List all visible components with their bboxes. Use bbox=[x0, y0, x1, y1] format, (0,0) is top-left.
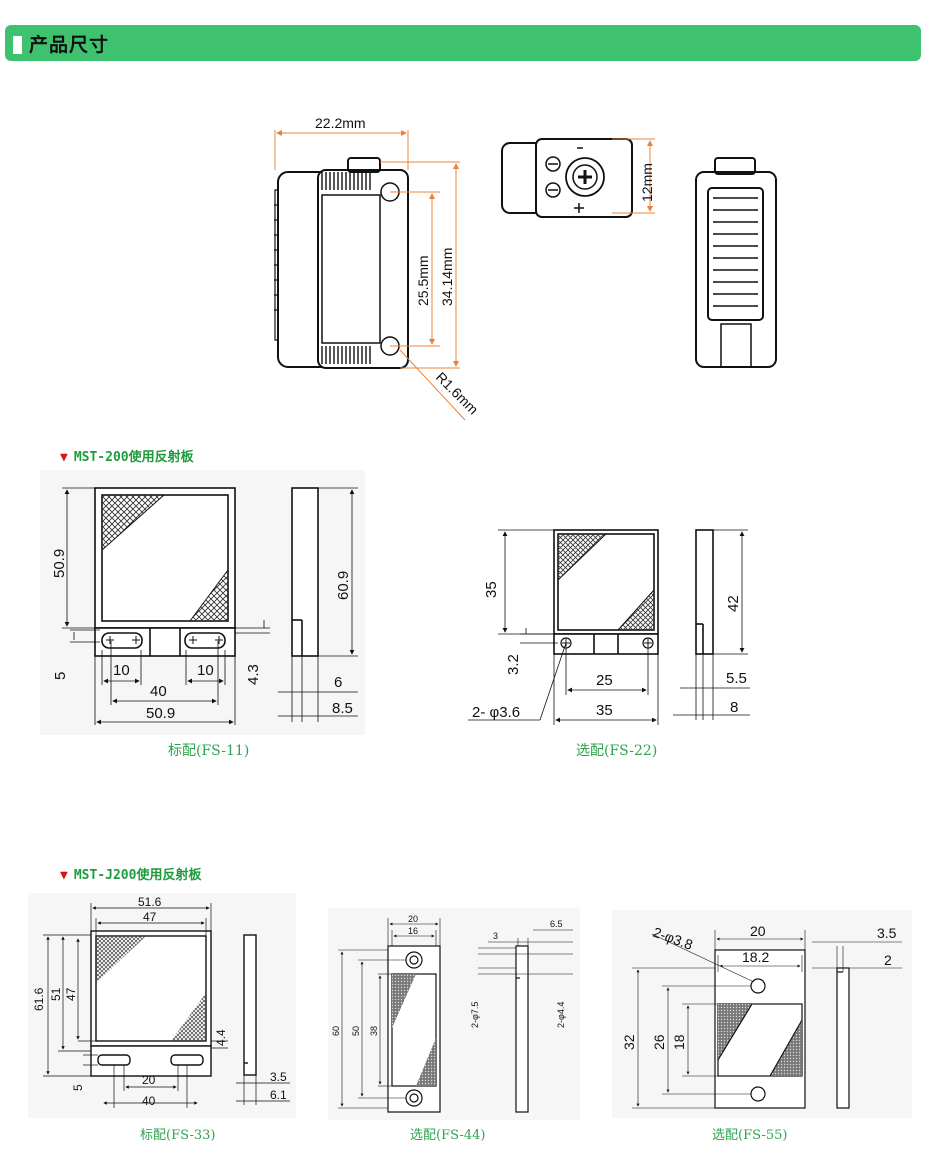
sensor-dimension-drawing: 22.2mm 25.5mm 34.14mm R1.6mm 12mm bbox=[274, 115, 777, 421]
fs33-thick-b: 6.1 bbox=[270, 1088, 287, 1102]
fs11-drawing: 50.9 5 10 10 40 50.9 4.3 60.9 6 8.5 bbox=[40, 470, 365, 735]
section1-title: ▼ MST-200使用反射板 bbox=[60, 446, 194, 465]
fs22-h-total: 42 bbox=[725, 595, 742, 612]
sensor-top-view bbox=[501, 138, 633, 218]
fs33-h-a: 51 bbox=[49, 987, 63, 1001]
fs22-width: 35 bbox=[596, 702, 613, 719]
fs33-pitch-a: 20 bbox=[142, 1073, 156, 1087]
triangle-marker-icon: ▼ bbox=[60, 450, 68, 465]
fs33-pitch-b: 40 bbox=[142, 1094, 156, 1108]
section1-title-text: MST-200使用反射板 bbox=[73, 450, 194, 465]
fs11-h-main: 50.9 bbox=[51, 549, 68, 578]
sensor-back-view bbox=[695, 157, 777, 368]
fs44-w-total: 20 bbox=[408, 914, 418, 924]
fs44-hole-b: 2-φ4.4 bbox=[556, 1002, 566, 1028]
fs33-tab: 4.4 bbox=[214, 1029, 228, 1046]
sensor-front-view bbox=[274, 157, 409, 369]
fs33-w-main: 47 bbox=[143, 910, 157, 924]
fs55-caption: 选配(FS-55) bbox=[712, 1128, 788, 1143]
sensor-pitch-label: 25.5mm bbox=[415, 255, 431, 306]
fs22-hole: 2- φ3.6 bbox=[472, 704, 520, 721]
fs44-hole-a: 2-φ7.5 bbox=[470, 1002, 480, 1028]
fs44-h-a: 50 bbox=[351, 1026, 361, 1036]
fs11-slot-w-right: 10 bbox=[197, 662, 214, 679]
fs33-thick-a: 3.5 bbox=[270, 1070, 287, 1084]
fs22-caption: 选配(FS-22) bbox=[576, 743, 658, 759]
section2-title: ▼ MST-J200使用反射板 bbox=[60, 864, 201, 883]
fs55-w-inner: 18.2 bbox=[742, 949, 769, 965]
fs44-drawing: 20 16 60 50 38 2-φ7.5 2-φ4.4 3 6.5 bbox=[328, 908, 580, 1120]
triangle-marker-icon: ▼ bbox=[60, 868, 68, 883]
fs22-drawing: 35 3.2 25 2- φ3.6 35 42 5.5 8 bbox=[468, 529, 750, 725]
fs22-thick-b: 8 bbox=[730, 699, 738, 716]
header-title: 产品尺寸 bbox=[29, 34, 110, 56]
fs11-h-total: 60.9 bbox=[335, 571, 352, 600]
fs22-hole-pitch: 25 bbox=[596, 672, 613, 689]
fs55-w-total: 20 bbox=[750, 923, 766, 939]
fs33-h-b: 47 bbox=[64, 987, 78, 1001]
fs11-slot-w-left: 10 bbox=[113, 662, 130, 679]
fs55-thick-b: 2 bbox=[884, 952, 892, 968]
section2-title-text: MST-J200使用反射板 bbox=[73, 868, 202, 883]
fs22-tab-h: 3.2 bbox=[505, 654, 522, 675]
fs11-caption: 标配(FS-11) bbox=[168, 743, 250, 759]
fs55-h-b: 18 bbox=[671, 1034, 687, 1050]
fs55-drawing: 2-φ3.8 20 18.2 32 26 18 3.5 2 bbox=[612, 910, 912, 1118]
section-header: 产品尺寸 bbox=[5, 25, 921, 61]
fs44-w-inner: 16 bbox=[408, 926, 418, 936]
sensor-height-label: 34.14mm bbox=[439, 248, 455, 306]
fs11-width: 50.9 bbox=[146, 705, 175, 722]
header-marker bbox=[13, 36, 22, 54]
fs44-h-b: 38 bbox=[369, 1026, 379, 1036]
fs11-thick-b: 8.5 bbox=[332, 700, 353, 717]
sensor-width-label: 22.2mm bbox=[315, 115, 366, 131]
sensor-depth-label: 12mm bbox=[639, 163, 655, 202]
fs44-thick-a: 3 bbox=[493, 931, 498, 941]
fs44-thick-b: 6.5 bbox=[550, 919, 563, 929]
fs33-caption: 标配(FS-33) bbox=[140, 1128, 216, 1143]
fs11-thick-a: 6 bbox=[334, 674, 342, 691]
fs44-h-total: 60 bbox=[331, 1026, 341, 1036]
fs55-h-a: 26 bbox=[651, 1034, 667, 1050]
fs22-h-main: 35 bbox=[483, 581, 500, 598]
fs22-thick-a: 5.5 bbox=[726, 670, 747, 687]
fs11-slot-h: 5 bbox=[52, 672, 69, 680]
fs55-thick-a: 3.5 bbox=[877, 925, 897, 941]
fs33-drawing: 51.6 47 61.6 51 47 4.4 5 20 40 3.5 6.1 bbox=[28, 893, 296, 1118]
fs44-caption: 选配(FS-44) bbox=[410, 1128, 486, 1143]
fs33-h-total: 61.6 bbox=[32, 987, 46, 1011]
fs33-w-total: 51.6 bbox=[138, 895, 162, 909]
fs33-slot: 5 bbox=[71, 1084, 85, 1091]
fs11-hole-pitch: 40 bbox=[150, 683, 167, 700]
fs11-tab-h: 4.3 bbox=[245, 664, 262, 685]
fs55-h-total: 32 bbox=[621, 1034, 637, 1050]
